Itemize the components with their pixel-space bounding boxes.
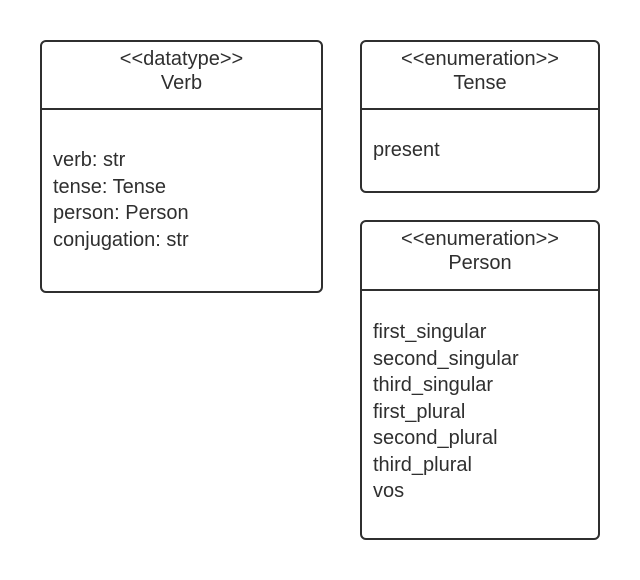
literal-vos: vos bbox=[373, 480, 405, 502]
literal-third-plural: third_plural bbox=[373, 453, 472, 476]
stereotype-label: <<enumeration>> bbox=[401, 228, 559, 250]
literal-list-person: first_singular second_singular third_sin… bbox=[362, 291, 598, 505]
attribute-list-verb: verb: str tense: Tense person: Person co… bbox=[42, 110, 321, 253]
literal-third-singular: third_singular bbox=[373, 374, 494, 396]
class-box-verb[interactable]: <<datatype>> Verb verb: str tense: Tense… bbox=[40, 40, 323, 293]
literal-second-plural: second_plural bbox=[373, 427, 498, 449]
enum-box-person[interactable]: <<enumeration>> Person first_singular se… bbox=[360, 220, 600, 540]
attribute-tense: tense: Tense bbox=[53, 175, 167, 198]
attribute-verb: verb: str bbox=[53, 149, 126, 171]
class-name-verb: Verb bbox=[160, 72, 203, 94]
enum-box-tense[interactable]: <<enumeration>> Tense present bbox=[360, 40, 600, 193]
attribute-conjugation: conjugation: str bbox=[53, 228, 189, 251]
literal-first-singular: first_singular bbox=[373, 321, 487, 343]
stereotype-label: <<datatype>> bbox=[119, 48, 244, 70]
attribute-person: person: Person bbox=[53, 202, 189, 224]
literal-first-plural: first_plural bbox=[373, 400, 466, 423]
stereotype-label: <<enumeration>> bbox=[401, 48, 559, 70]
literal-list-tense: present bbox=[362, 110, 598, 164]
enum-name-tense: Tense bbox=[453, 72, 507, 94]
literal-second-singular: second_singular bbox=[373, 347, 519, 370]
enum-header-tense: <<enumeration>> Tense bbox=[362, 42, 598, 110]
literal-present: present bbox=[373, 139, 440, 161]
class-header-verb: <<datatype>> Verb bbox=[42, 42, 321, 110]
enum-header-person: <<enumeration>> Person bbox=[362, 222, 598, 291]
enum-name-person: Person bbox=[448, 252, 512, 274]
